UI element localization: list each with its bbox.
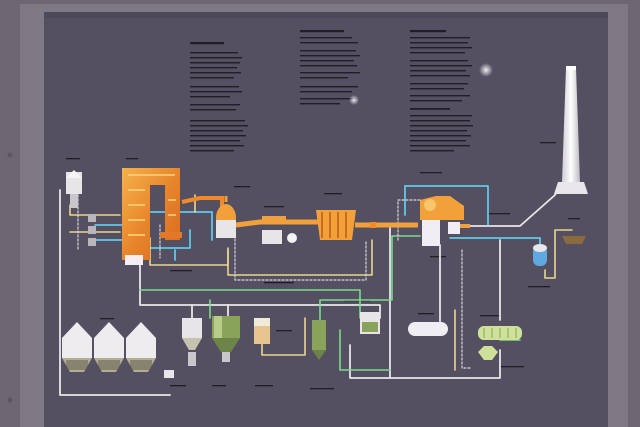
heat-exchanger xyxy=(262,216,297,244)
gypsum-tank xyxy=(360,312,380,334)
text-column-1 xyxy=(190,42,248,152)
ammonia-tank xyxy=(533,244,547,266)
storage-silos xyxy=(62,322,174,378)
light-reflections xyxy=(349,63,493,105)
catalyst-unit xyxy=(370,196,464,246)
ash-container xyxy=(562,236,586,244)
waste-bunker xyxy=(66,170,96,246)
small-labels xyxy=(66,142,580,390)
text-column-3 xyxy=(410,30,473,152)
spray-absorber xyxy=(216,196,236,238)
lye-tank xyxy=(254,318,270,344)
chimney-stack xyxy=(554,66,588,194)
heat-recovery-unit xyxy=(478,326,522,360)
fabric-filter xyxy=(316,210,356,240)
reagent-tanks xyxy=(182,312,380,366)
boiler-furnace xyxy=(122,168,182,265)
text-column-2 xyxy=(300,30,360,105)
water-tank xyxy=(408,322,448,336)
activated-carbon-silo xyxy=(212,316,240,362)
description-text-blocks xyxy=(66,30,580,390)
flue-gas-duct xyxy=(181,196,470,228)
lime-silo xyxy=(182,318,202,366)
sludge-tank xyxy=(312,320,326,360)
